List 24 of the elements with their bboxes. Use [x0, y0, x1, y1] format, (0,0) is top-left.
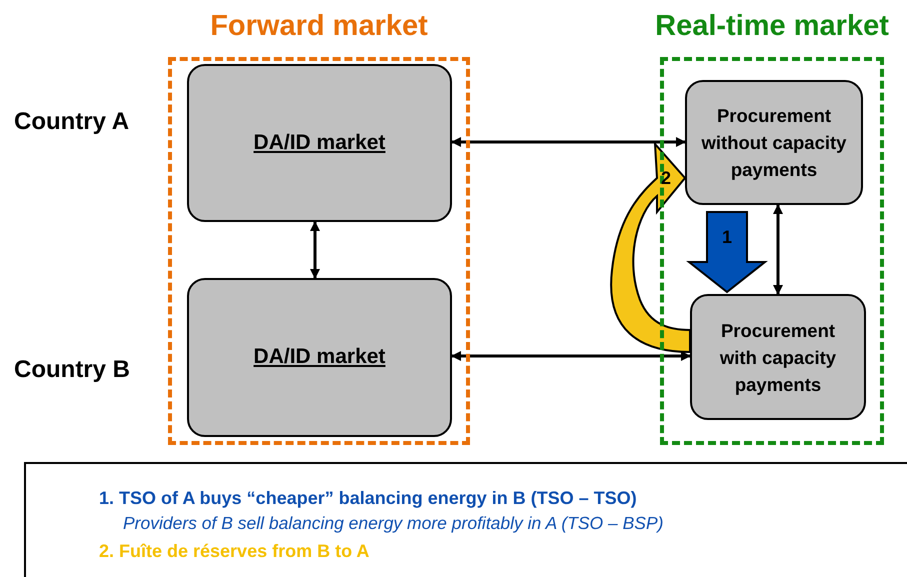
note-text: 2. Fuîte de réserves from B to A — [99, 540, 370, 563]
process-box — [187, 64, 452, 222]
note-text: 1. TSO of A buys “cheaper” balancing energy in B (TSO – TSO) — [99, 487, 637, 510]
arrow — [451, 137, 686, 147]
box-label: DA/ID market — [254, 130, 386, 156]
box-label: Procurement with capacity payments — [718, 318, 838, 397]
process-box — [685, 80, 863, 205]
box-label: DA/ID market — [254, 344, 386, 370]
arrow — [451, 351, 691, 361]
edge-label: 2 — [661, 169, 671, 187]
arrow — [773, 204, 783, 295]
block-arrow — [686, 211, 768, 294]
block-arrow — [610, 143, 691, 353]
process-box — [187, 278, 452, 437]
edge-label: 1 — [722, 228, 732, 246]
arrow — [310, 221, 320, 279]
box-label: Procurement without capacity payments — [700, 104, 848, 182]
row-label: Country B — [14, 358, 130, 382]
note-text: Providers of B sell balancing energy more profitably in A (TSO – BSP) — [122, 512, 664, 535]
group-heading: Forward market — [209, 9, 429, 44]
row-label: Country A — [14, 110, 130, 134]
group-heading: Real-time market — [654, 9, 890, 44]
note-box — [24, 462, 907, 577]
process-box — [690, 294, 866, 420]
